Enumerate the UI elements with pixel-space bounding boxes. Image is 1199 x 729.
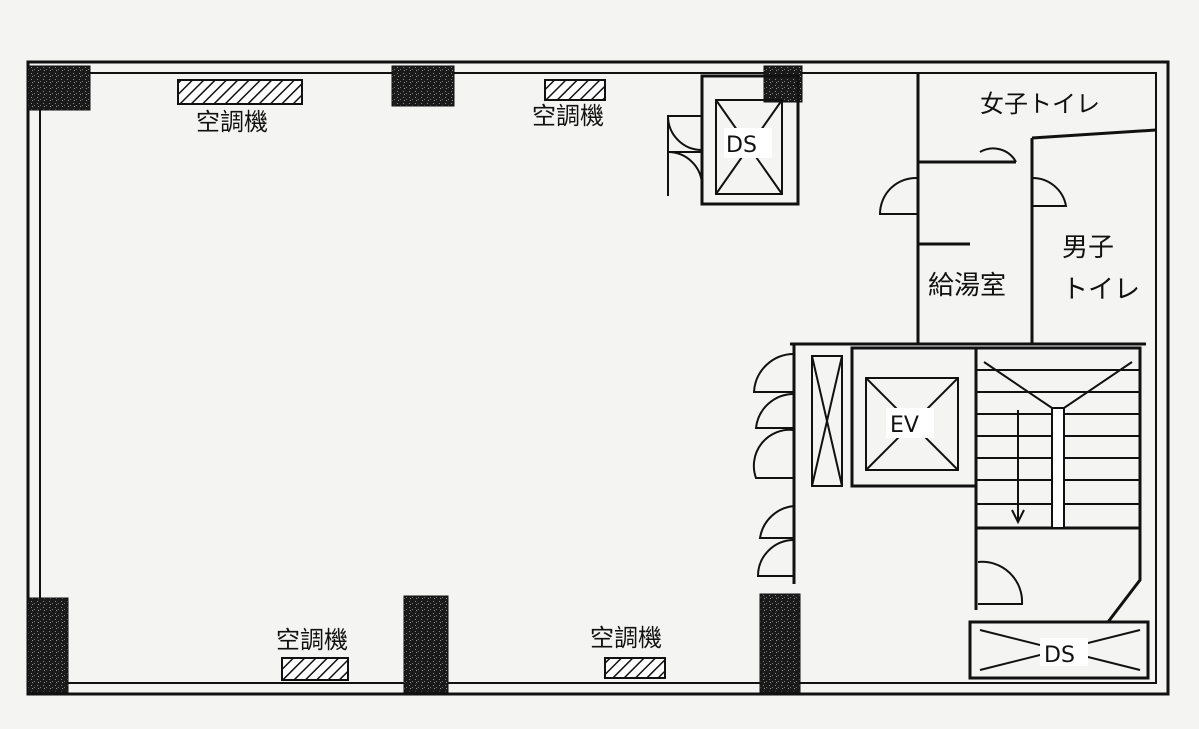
column-top-left [27, 65, 91, 111]
column-bottom-right [759, 593, 801, 693]
ac-unit-top-center [544, 79, 606, 101]
mens-toilet-label-1: 男子 [1062, 233, 1114, 263]
ac-unit-bottom-center [604, 657, 666, 679]
outer-wall [26, 60, 1170, 696]
elevator-core [792, 344, 978, 584]
kitchenette-label: 給湯室 [928, 271, 1006, 301]
ac-units [177, 79, 666, 681]
column-bottom-left [27, 597, 69, 693]
ac-label-top-center: 空調機 [532, 102, 604, 130]
ac-unit-top-left [177, 79, 303, 105]
ac-unit-bottom-left [281, 657, 349, 681]
duct-shaft-top-label: DS [726, 133, 757, 158]
door-lower-core [977, 560, 1024, 605]
service-core-walls [790, 74, 1157, 346]
ac-label-top-left: 空調機 [196, 108, 268, 136]
column-top-right [763, 65, 803, 103]
staircase [974, 346, 1142, 530]
mens-toilet-label-2: トイレ [1062, 275, 1140, 305]
ac-label-bottom-left: 空調機 [276, 626, 348, 654]
column-bottom-mid [403, 595, 449, 693]
pipe-shaft [811, 355, 843, 487]
lower-core [974, 528, 1142, 623]
elevator-label: EV [890, 413, 919, 438]
structural-columns [27, 65, 803, 693]
duct-shaft-bottom-label: DS [1044, 643, 1075, 668]
door-core-left [752, 352, 795, 577]
womens-toilet-label: 女子トイレ [980, 90, 1100, 118]
door-ds-top [666, 115, 703, 196]
ac-label-bottom-center: 空調機 [590, 624, 662, 652]
door-toilet-area [878, 147, 1068, 215]
column-top-mid [391, 65, 455, 107]
